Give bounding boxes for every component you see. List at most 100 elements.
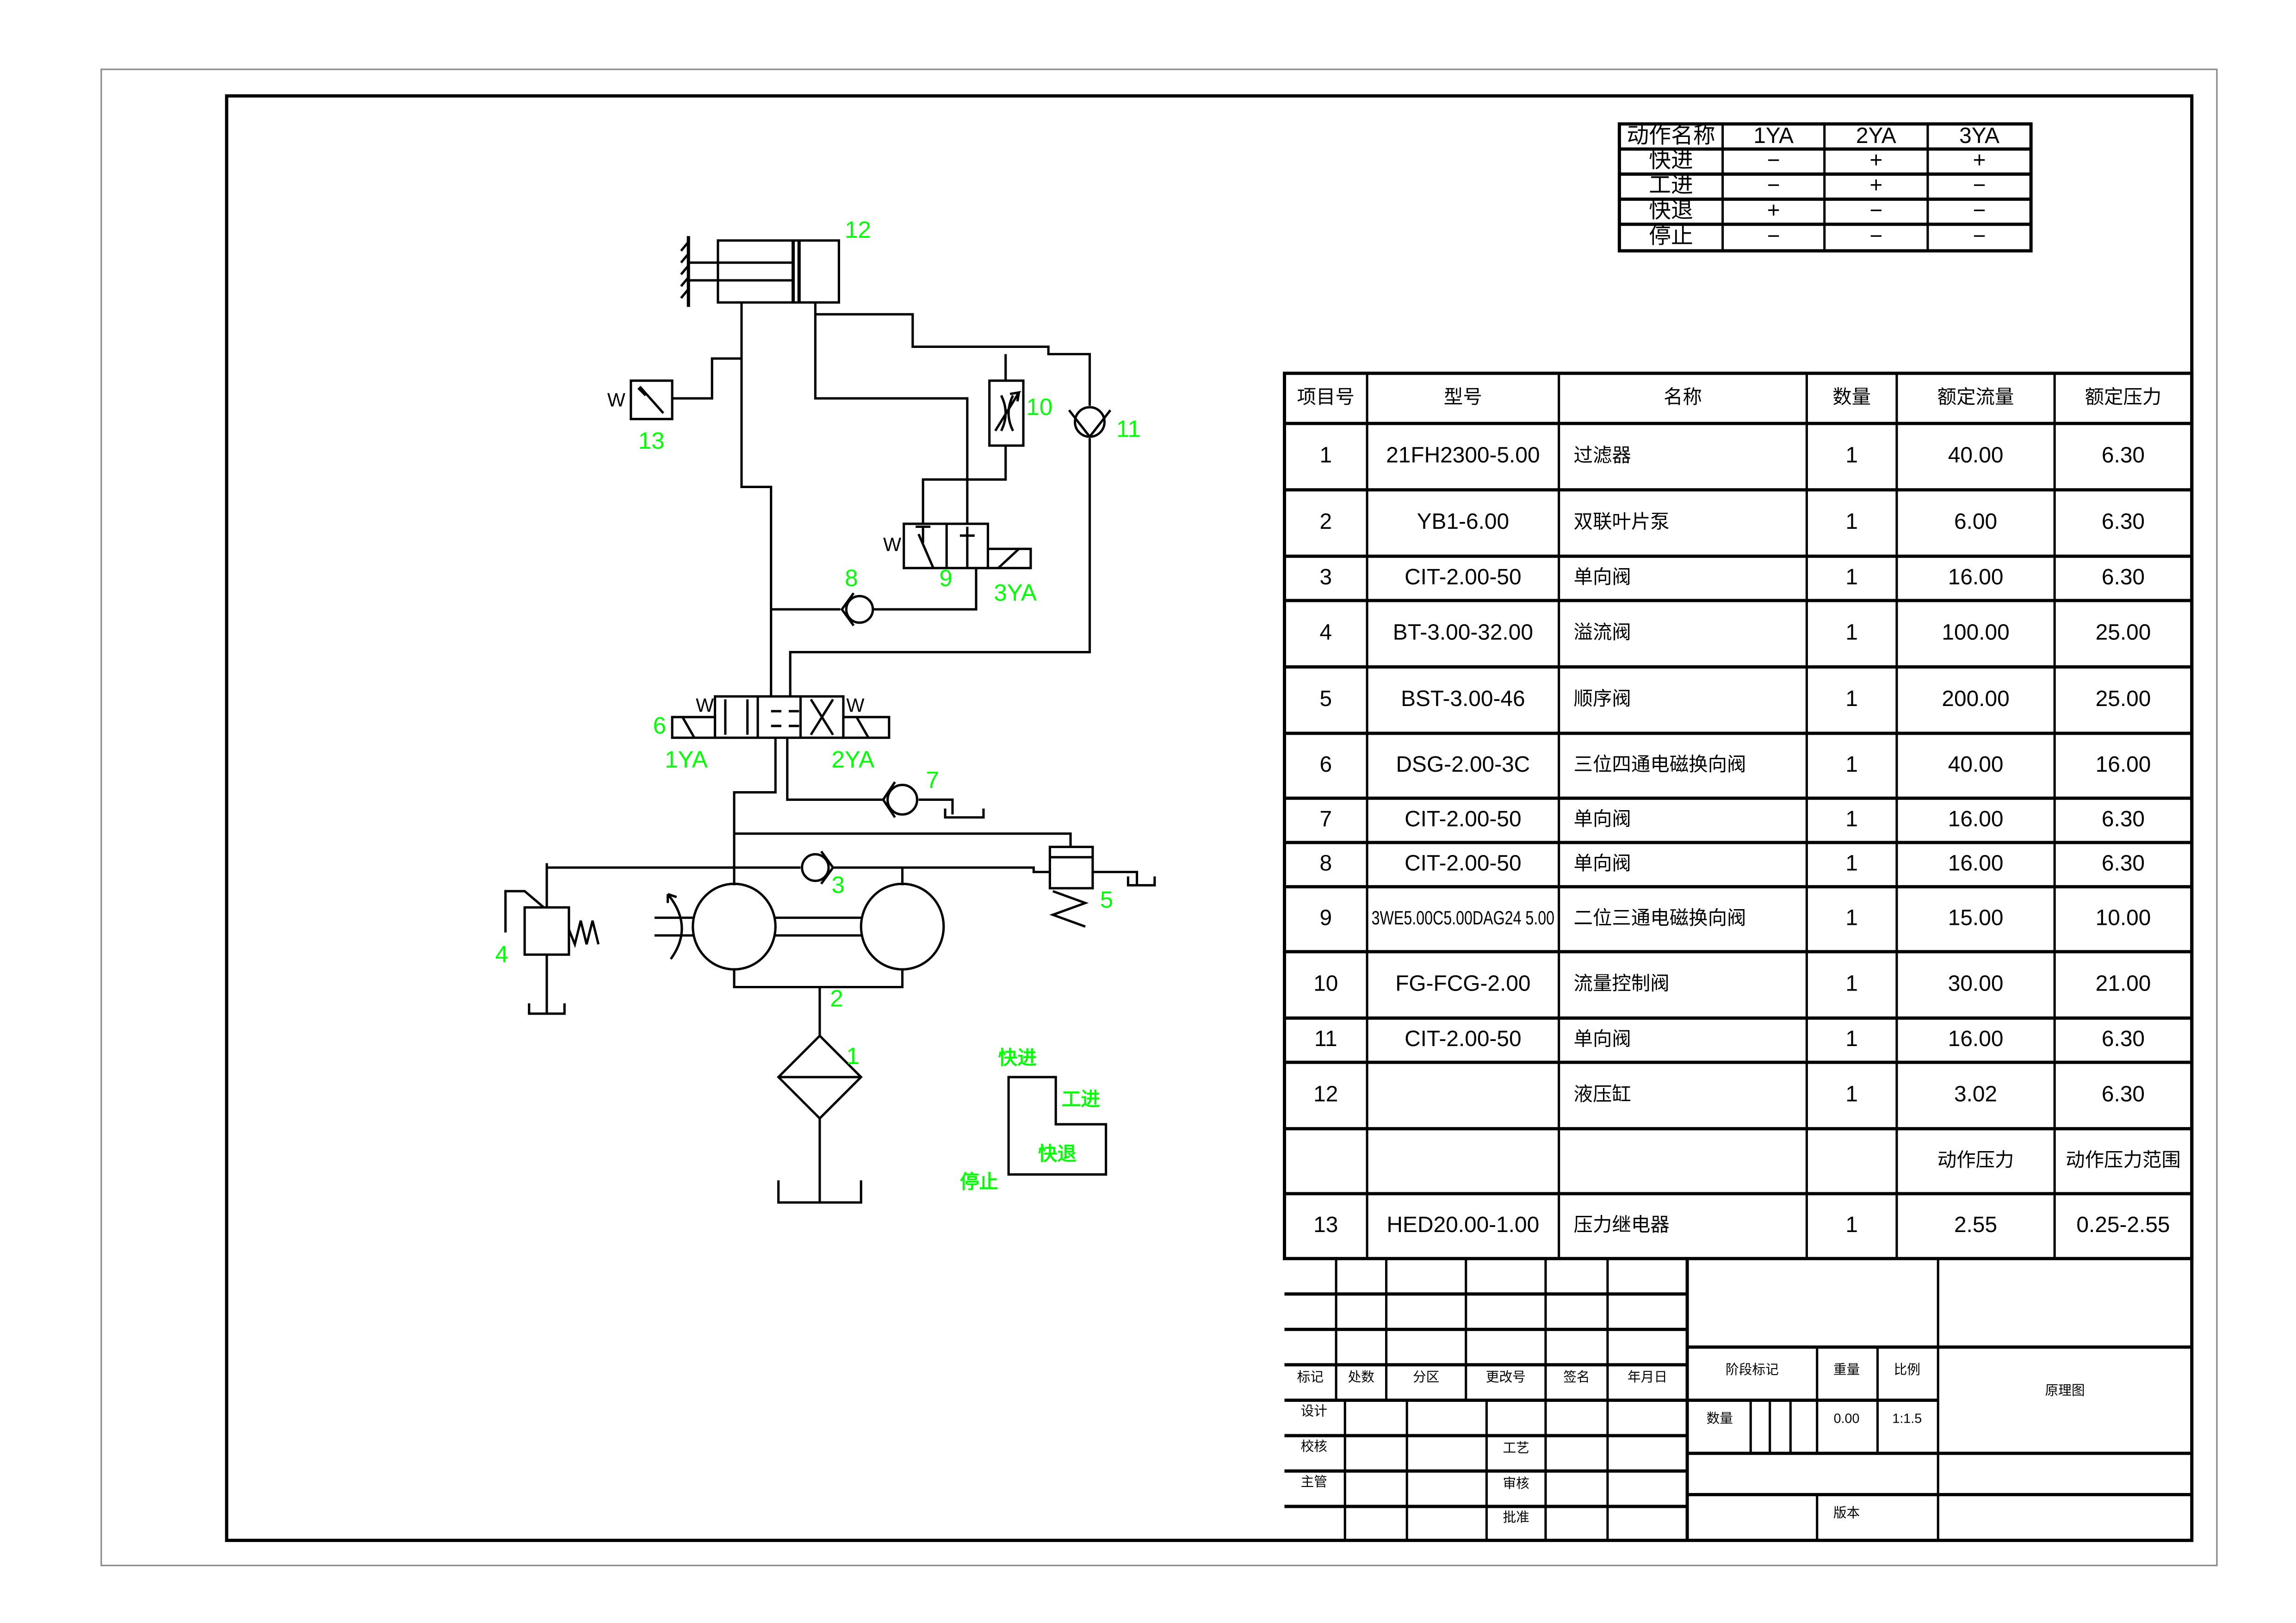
label-13: 13	[638, 427, 665, 454]
parts-cell: YB1-6.00	[1417, 509, 1509, 534]
work-cycle-diagram: 快进 工进 快退 停止	[960, 1047, 1108, 1193]
parts-cell: 单向阀	[1574, 852, 1631, 874]
action-header: 动作名称	[1627, 124, 1715, 148]
parts-cell: 40.00	[1948, 752, 2004, 777]
parts-header: 型号	[1444, 386, 1482, 408]
action-cell: −	[1869, 198, 1882, 223]
review-label: 审核	[1503, 1476, 1529, 1491]
action-cell: +	[1869, 173, 1882, 198]
action-cell: −	[1767, 148, 1780, 173]
parts-cell: 16.00	[1948, 1027, 2004, 1051]
spring-symbol: W	[696, 694, 714, 716]
action-cell: −	[1973, 198, 1986, 223]
parts-cell: 1	[1845, 1213, 1858, 1237]
spring-symbol: W	[846, 694, 864, 716]
parts-cell: 1	[1845, 687, 1858, 711]
label-10: 10	[1026, 394, 1052, 420]
action-cell: 停止	[1649, 224, 1693, 248]
parts-cell: 6.00	[1954, 509, 1997, 534]
action-header: 2YA	[1856, 124, 1896, 148]
process-label: 工艺	[1503, 1441, 1529, 1456]
parts-cell: 16.00	[1948, 565, 2004, 589]
action-cell: +	[1973, 148, 1986, 173]
hydraulic-cylinder	[680, 236, 840, 307]
parts-cell: 6.30	[2102, 1027, 2145, 1051]
revision-header: 分区	[1413, 1370, 1439, 1385]
action-cell: +	[1767, 198, 1780, 223]
parts-cell: 40.00	[1948, 443, 2004, 468]
parts-cell: 16.00	[2096, 752, 2151, 777]
check-valve-11	[1068, 406, 1112, 439]
parts-header: 额定流量	[1937, 386, 2014, 408]
parts-cell: 2	[1319, 509, 1332, 534]
parts-cell: 3WE5.00C5.00DAG24 5.00	[1372, 907, 1554, 929]
parts-cell: CIT-2.00-50	[1405, 851, 1522, 875]
parts-cell: 9	[1319, 905, 1332, 930]
check-label: 校核	[1301, 1439, 1327, 1454]
label-2: 2	[830, 985, 843, 1012]
parts-cell: 1	[1845, 807, 1858, 831]
parts-cell: FG-FCG-2.00	[1395, 971, 1530, 996]
design-label: 设计	[1301, 1404, 1327, 1419]
parts-cell: 流量控制阀	[1574, 973, 1670, 994]
parts-cell: 15.00	[1948, 905, 2004, 930]
parts-cell: 13	[1313, 1213, 1338, 1237]
cycle-fast-return-label: 快退	[1038, 1143, 1077, 1165]
parts-cell: 1	[1845, 509, 1858, 534]
parts-cell: 压力继电器	[1574, 1214, 1670, 1235]
action-cell: −	[1767, 224, 1780, 248]
parts-cell: 溢流阀	[1574, 621, 1631, 643]
relief-valve	[504, 890, 600, 1015]
parts-cell: 16.00	[1948, 851, 2004, 875]
parts-cell: 单向阀	[1574, 808, 1631, 830]
directional-valve-9: W	[883, 522, 1032, 570]
parts-cell: 1	[1845, 851, 1858, 875]
approve-label: 批准	[1503, 1510, 1529, 1525]
parts-cell: 1	[1845, 1082, 1858, 1107]
manager-label: 主管	[1301, 1475, 1327, 1490]
spring-symbol: W	[883, 533, 901, 555]
cycle-work-feed-label: 工进	[1062, 1088, 1100, 1110]
label-6: 6	[653, 712, 666, 739]
parts-cell: CIT-2.00-50	[1405, 1027, 1522, 1051]
parts-cell: 1	[1845, 620, 1858, 644]
parts-cell: 二位三通电磁换向阀	[1574, 907, 1746, 929]
action-header: 3YA	[1959, 124, 1999, 148]
parts-cell: 10.00	[2096, 905, 2151, 930]
parts-header: 额定压力	[2085, 386, 2162, 408]
parts-cell: 6.30	[2102, 565, 2145, 589]
label-3ya: 3YA	[994, 580, 1037, 606]
spring-symbol: W	[607, 389, 625, 410]
parts-header: 名称	[1664, 386, 1702, 408]
action-cell: −	[1973, 224, 1986, 248]
parts-cell: 25.00	[2096, 620, 2151, 644]
parts-cell: DSG-2.00-3C	[1396, 752, 1530, 777]
scale-label: 比例	[1894, 1363, 1920, 1377]
parts-cell: 7	[1319, 807, 1332, 831]
action-cell: 工进	[1649, 173, 1693, 198]
parts-cell: 5	[1319, 687, 1332, 711]
scale-value: 1:1.5	[1892, 1411, 1922, 1426]
parts-cell: 单向阀	[1574, 1028, 1631, 1049]
parts-cell: 1	[1319, 443, 1332, 468]
cycle-stop-label: 停止	[960, 1171, 998, 1193]
parts-cell: 三位四通电磁换向阀	[1574, 753, 1746, 775]
parts-cell: 6	[1319, 752, 1332, 777]
parts-cell: 1	[1845, 752, 1858, 777]
action-cell: −	[1767, 173, 1780, 198]
quantity-label: 数量	[1707, 1411, 1733, 1426]
parts-cell: 2.55	[1954, 1213, 1997, 1237]
action-cell: 快退	[1649, 198, 1693, 223]
parts-cell: 3	[1319, 565, 1332, 589]
revision-header: 年月日	[1628, 1370, 1667, 1385]
label-8: 8	[845, 565, 858, 591]
table-border	[1282, 372, 2194, 1260]
parts-cell: 1	[1845, 565, 1858, 589]
weight-value: 0.00	[1834, 1411, 1860, 1426]
directional-valve-6: W W	[671, 694, 891, 739]
drawing-name: 原理图	[2045, 1383, 2085, 1398]
parts-cell: 12	[1313, 1082, 1338, 1107]
parts-cell: 10	[1313, 971, 1338, 996]
parts-cell: 顺序阀	[1574, 688, 1631, 709]
